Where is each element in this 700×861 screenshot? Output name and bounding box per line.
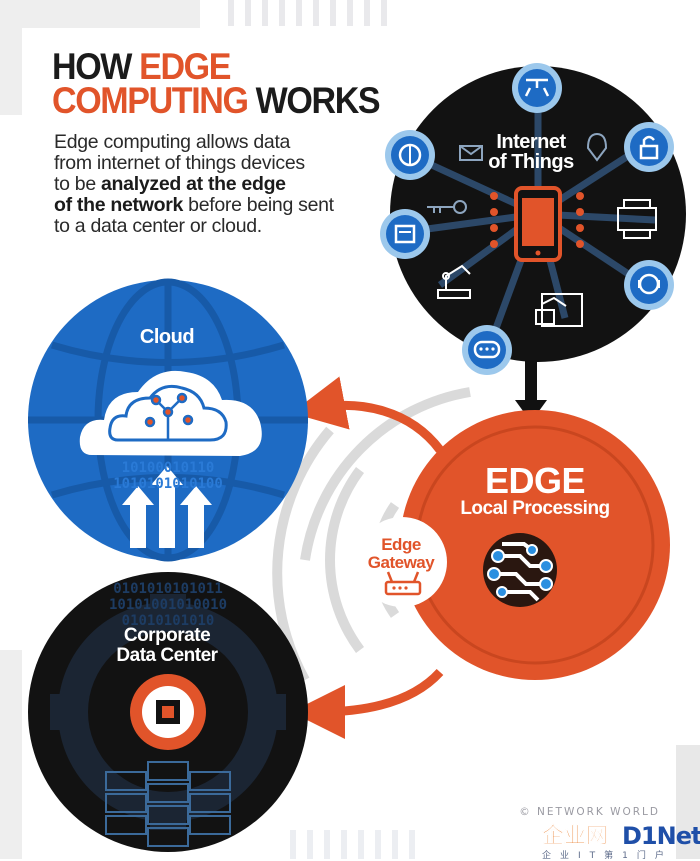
brand-logo-graphic: 企业网 D1Net <box>541 822 700 850</box>
right-gray-block <box>676 745 700 859</box>
brand-logo-text-b: D1Net <box>622 822 700 849</box>
mail-icon <box>459 145 483 161</box>
cloud-label: Cloud <box>139 326 195 348</box>
datacenter-binary-3: 01010101010 <box>121 613 215 629</box>
edge-to-datacenter-arrow <box>291 668 444 739</box>
bottom-stripes <box>290 830 415 859</box>
datacenter-binary-2: 10101001010010 <box>108 597 228 613</box>
edge-subtitle: Local Processing <box>460 498 610 519</box>
intro-text: Edge computing allows data from internet… <box>54 131 334 237</box>
printer-icon <box>617 199 657 239</box>
page-title: HOW EDGE COMPUTING WORKS <box>52 46 381 121</box>
iot-chip-dots <box>490 192 584 248</box>
location-pin-icon <box>586 132 608 162</box>
top-stripes <box>228 0 387 26</box>
edge-to-cloud-arrow <box>291 376 444 453</box>
cloud-binary-2: 1010101010100 <box>113 476 223 492</box>
server-rack-icon <box>105 761 231 847</box>
circuit-chip-icon <box>483 533 557 607</box>
datacenter-label: Corporate Data Center <box>116 625 218 666</box>
cloud-binary-1: 10100010110 <box>121 460 215 476</box>
iot-satellites <box>380 63 674 375</box>
datacenter-binary-1: 0101010101011 <box>113 581 223 597</box>
chat-bubble-icon <box>462 325 512 375</box>
gateway-label: Edge Gateway <box>367 535 435 572</box>
router-icon <box>384 571 422 596</box>
robot-arm-icon <box>437 264 471 299</box>
iot-node <box>380 63 686 375</box>
edge-title: EDGE <box>484 460 586 501</box>
gear-teeth <box>50 594 286 830</box>
thermostat-icon <box>380 209 430 259</box>
cpu-gear-icon <box>130 674 206 750</box>
car-icon <box>385 130 435 180</box>
smartphone-icon <box>514 186 562 262</box>
brand-logo: 企业网 D1Net <box>541 819 700 859</box>
smart-lock-icon <box>624 122 674 172</box>
cloud-node <box>28 278 308 562</box>
upload-arrows-icon <box>122 466 212 548</box>
iot-label: Internet of Things <box>488 131 574 173</box>
brand-logo-text-a: 企业网 <box>542 823 608 849</box>
key-icon <box>427 200 467 214</box>
media-gallery-icon <box>535 293 583 327</box>
chatbot-icon <box>624 260 674 310</box>
gateway-node <box>357 517 447 607</box>
credit-watermark: © NETWORK WORLD <box>519 806 660 818</box>
bottom-left-gray-block <box>0 650 22 859</box>
datacenter-node <box>28 572 308 852</box>
cloud-icon <box>79 370 262 456</box>
brand-tagline: 企业IT第1门户 <box>542 851 673 861</box>
edge-node <box>400 410 670 680</box>
drone-icon <box>512 63 562 113</box>
